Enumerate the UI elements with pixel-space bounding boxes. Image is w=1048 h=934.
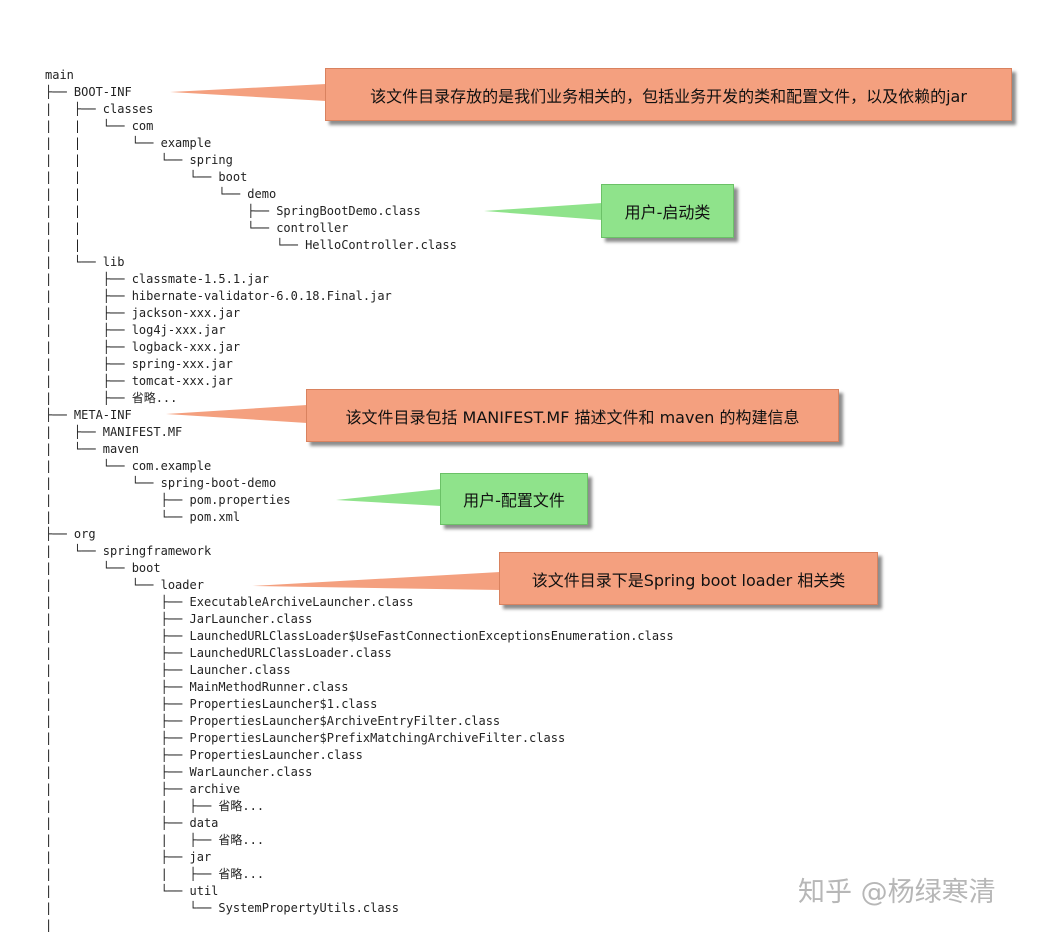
meta-inf-pointer (166, 405, 307, 423)
tree-line: | ├── PropertiesLauncher.class (45, 748, 363, 762)
tree-line: | └── maven (45, 442, 139, 456)
tree-line: | ├── LaunchedURLClassLoader$UseFastConn… (45, 629, 674, 643)
tree-line: ├── META-INF (45, 408, 132, 422)
tree-line: | ├── log4j-xxx.jar (45, 323, 226, 337)
tree-line: | | ├── 省略... (45, 833, 265, 847)
tree-line: | ├── archive (45, 782, 241, 796)
tree-line: | ├── jar (45, 850, 212, 864)
tree-line: | └── loader (45, 578, 204, 592)
tree-line: | | └── boot (45, 170, 248, 184)
tree-line: | ├── WarLauncher.class (45, 765, 313, 779)
tree-line: | ├── PropertiesLauncher$1.class (45, 697, 378, 711)
tree-line: | | ├── 省略... (45, 799, 265, 813)
tree-line: | | └── demo (45, 187, 277, 201)
directory-tree: main ├── BOOT-INF | ├── classes | | └── com… (45, 67, 674, 934)
tree-line: | | └── spring (45, 153, 233, 167)
tree-line: | ├── classmate-1.5.1.jar (45, 272, 269, 286)
startup-class-pointer (484, 203, 602, 220)
tree-line: | └── lib (45, 255, 125, 269)
watermark: 知乎 @杨绿寒清 (798, 877, 996, 908)
tree-line: | ├── logback-xxx.jar (45, 340, 241, 354)
tree-line: | ├── pom.properties (45, 493, 291, 507)
tree-line: | ├── MANIFEST.MF (45, 425, 183, 439)
tree-line: | ├── ExecutableArchiveLauncher.class (45, 595, 414, 609)
config-file-callout: 用户-配置文件 (440, 473, 588, 525)
tree-line: | ├── PropertiesLauncher$ArchiveEntryFil… (45, 714, 501, 728)
tree-line: ├── BOOT-INF (45, 85, 132, 99)
tree-line: | ├── Launcher.class (45, 663, 291, 677)
tree-line: | | ├── 省略... (45, 867, 265, 881)
tree-line: | ├── tomcat-xxx.jar (45, 374, 233, 388)
tree-line: | └── com.example (45, 459, 212, 473)
tree-line: main (45, 68, 74, 82)
tree-line: | | ├── SpringBootDemo.class (45, 204, 421, 218)
tree-line: | └── SystemPropertyUtils.class (45, 901, 400, 915)
tree-line: | | └── com (45, 119, 154, 133)
tree-line: | ├── hibernate-validator-6.0.18.Final.j… (45, 289, 392, 303)
boot-inf-pointer (170, 84, 326, 101)
tree-line: | | └── controller (45, 221, 349, 235)
meta-inf-callout: 该文件目录包括 MANIFEST.MF 描述文件和 maven 的构建信息 (306, 389, 839, 442)
startup-class-callout: 用户-启动类 (601, 184, 734, 238)
tree-line: | └── util (45, 884, 219, 898)
tree-line: | ├── JarLauncher.class (45, 612, 313, 626)
tree-line: | └── boot (45, 561, 161, 575)
tree-line: | ├── MainMethodRunner.class (45, 680, 349, 694)
boot-inf-callout: 该文件目录存放的是我们业务相关的，包括业务开发的类和配置文件，以及依赖的jar (325, 68, 1012, 121)
loader-callout: 该文件目录下是Spring boot loader 相关类 (499, 552, 878, 605)
tree-line: | └── pom.xml (45, 510, 241, 524)
tree-line: ├── org (45, 527, 96, 541)
tree-line: | | └── example (45, 136, 212, 150)
tree-line: | ├── PropertiesLauncher$PrefixMatchingA… (45, 731, 566, 745)
loader-pointer (252, 572, 500, 590)
tree-line: | ├── jackson-xxx.jar (45, 306, 241, 320)
tree-line: | ├── data (45, 816, 219, 830)
tree-line: | (45, 918, 53, 932)
tree-line: | └── springframework (45, 544, 212, 558)
tree-line: | └── spring-boot-demo (45, 476, 277, 490)
tree-line: | ├── classes (45, 102, 154, 116)
tree-line: | ├── 省略... (45, 391, 178, 405)
tree-line: | ├── LaunchedURLClassLoader.class (45, 646, 392, 660)
config-file-pointer (336, 489, 441, 506)
tree-line: | | └── HelloController.class (45, 238, 457, 252)
tree-line: | ├── spring-xxx.jar (45, 357, 233, 371)
